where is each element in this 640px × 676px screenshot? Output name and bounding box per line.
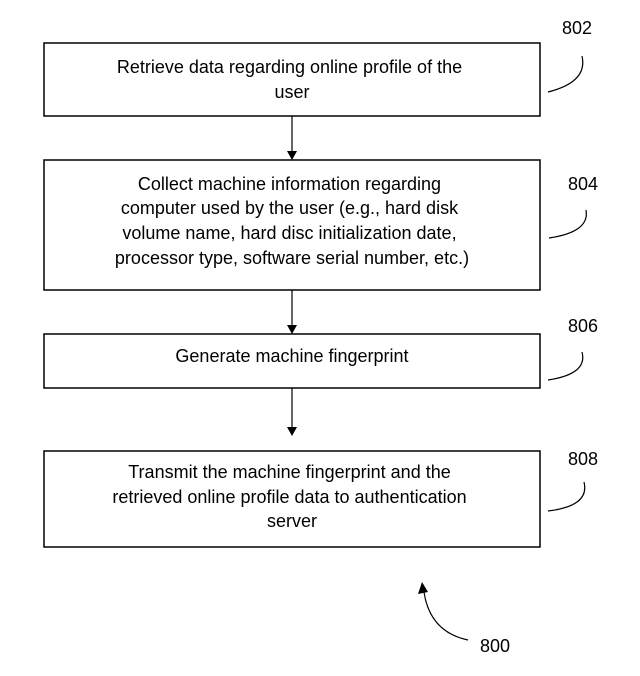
step-804-line-1: Collect machine information regarding: [138, 174, 441, 194]
arrowhead-802-804: [287, 151, 297, 160]
ref-label-804: 804: [568, 174, 598, 194]
step-806-line-1: Generate machine fingerprint: [175, 346, 408, 366]
step-808: Transmit the machine fingerprint and the…: [43, 450, 541, 548]
step-804-box: [43, 159, 541, 291]
leader-808: [547, 481, 586, 512]
step-802-box: [43, 42, 541, 117]
leader-806: [547, 351, 584, 381]
figure-800-pointer: [423, 591, 469, 641]
step-808-line-2: retrieved online profile data to authent…: [112, 487, 466, 507]
step-806: Generate machine fingerprint: [43, 333, 541, 389]
step-802: Retrieve data regarding online profile o…: [43, 42, 541, 117]
step-802-text: Retrieve data regarding online profile o…: [117, 57, 467, 102]
step-804-line-3: volume name, hard disc initialization da…: [122, 223, 456, 243]
step-806-text: Generate machine fingerprint: [175, 346, 408, 366]
step-804-line-2: computer used by the user (e.g., hard di…: [121, 198, 459, 218]
step-804: Collect machine information regarding co…: [43, 159, 541, 291]
step-804-text: Collect machine information regarding co…: [115, 174, 469, 268]
figure-number-label: 800: [480, 636, 510, 656]
ref-label-802: 802: [562, 18, 592, 38]
arrowhead-806-808: [287, 427, 297, 436]
step-808-line-1: Transmit the machine fingerprint and the: [128, 462, 451, 482]
step-804-line-4: processor type, software serial number, …: [115, 248, 469, 268]
arrowhead-804-806: [287, 325, 297, 334]
step-802-line-2: user: [274, 82, 309, 102]
step-808-line-3: server: [267, 511, 317, 531]
leader-802: [547, 55, 584, 93]
step-802-line-1: Retrieve data regarding online profile o…: [117, 57, 462, 77]
figure-800-arrowhead: [418, 582, 428, 594]
step-808-text: Transmit the machine fingerprint and the…: [112, 462, 471, 531]
ref-label-808: 808: [568, 449, 598, 469]
step-808-box: [43, 450, 541, 548]
step-806-box: [43, 333, 541, 389]
leader-804: [548, 209, 587, 239]
ref-label-806: 806: [568, 316, 598, 336]
